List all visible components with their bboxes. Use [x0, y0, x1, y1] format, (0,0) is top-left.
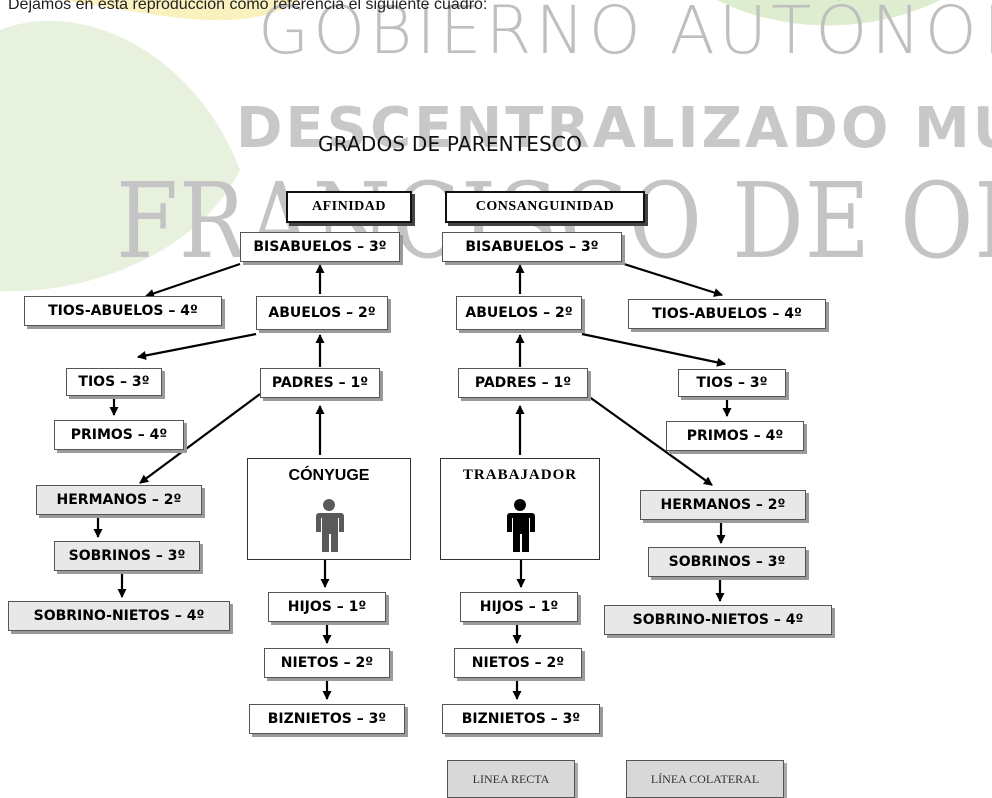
af-tios-box: TIOS – 3º	[66, 368, 162, 396]
co-hermanos-box: HERMANOS – 2º	[640, 490, 806, 520]
watermark-line-1: GOBIERNO AUTÓNOMO	[258, 0, 992, 69]
af-padres-box: PADRES – 1º	[260, 368, 380, 398]
co-hijos-box: HIJOS – 1º	[460, 592, 578, 622]
af-abuelos-box: ABUELOS – 2º	[256, 296, 388, 330]
co-sobrino-nietos-box: SOBRINO-NIETOS – 4º	[604, 605, 832, 635]
af-biznietos-box: BIZNIETOS – 3º	[249, 704, 405, 734]
diagram-title: GRADOS DE PARENTESCO	[318, 132, 583, 156]
trabajador-label: TRABAJADOR	[462, 467, 578, 483]
leaf-logo-green	[0, 0, 300, 292]
co-tios-box: TIOS – 3º	[678, 369, 786, 397]
af-primos-box: PRIMOS – 4º	[54, 420, 184, 450]
arrow-af-bisabuelos-tiosabuelos	[145, 262, 241, 298]
arrow-af-padres-hermanos	[139, 393, 261, 484]
person-icon-worker	[507, 499, 535, 552]
co-primos-box: PRIMOS – 4º	[666, 421, 804, 451]
arrow-co-abuelos-tios	[581, 332, 726, 367]
header-afinidad: AFINIDAD	[286, 191, 412, 223]
af-sobrino-nietos-box: SOBRINO-NIETOS – 4º	[8, 601, 230, 631]
intro-text: Dejamos en esta reproducción como refere…	[8, 0, 488, 13]
af-hijos-box: HIJOS – 1º	[268, 592, 386, 622]
legend-linea-recta: LINEA RECTA	[447, 760, 575, 798]
trabajador-box: TRABAJADOR	[440, 458, 600, 560]
leaf-logo-yellow	[717, 0, 940, 26]
af-bisabuelos-box: BISABUELOS – 3º	[240, 232, 400, 262]
arrow-co-bisabuelos-tiosabuelos	[623, 262, 723, 297]
af-nietos-box: NIETOS – 2º	[264, 648, 390, 678]
person-icon-spouse	[316, 499, 344, 552]
legend-linea-colateral: LÍNEA COLATERAL	[626, 760, 784, 798]
header-consanguinidad: CONSANGUINIDAD	[445, 191, 645, 223]
co-nietos-box: NIETOS – 2º	[454, 648, 582, 678]
co-sobrinos-box: SOBRINOS – 3º	[648, 547, 806, 577]
conyuge-box: CÓNYUGE	[247, 458, 411, 560]
co-abuelos-box: ABUELOS – 2º	[456, 296, 582, 330]
af-sobrinos-box: SOBRINOS – 3º	[54, 541, 200, 571]
co-padres-box: PADRES – 1º	[458, 368, 588, 398]
arrow-af-abuelos-tios	[137, 332, 257, 360]
co-bisabuelos-box: BISABUELOS – 3º	[442, 232, 622, 262]
arrow-co-padres-hermanos	[587, 395, 713, 486]
watermark-line-2: DESCENTRALIZADO MUNICIPAL	[236, 96, 992, 161]
af-hermanos-box: HERMANOS – 2º	[36, 485, 202, 515]
co-tios-abuelos-box: TIOS-ABUELOS – 4º	[628, 299, 826, 329]
co-biznietos-box: BIZNIETOS – 3º	[442, 704, 600, 734]
conyuge-label: CÓNYUGE	[288, 467, 370, 484]
af-tios-abuelos-box: TIOS-ABUELOS – 4º	[24, 296, 222, 326]
